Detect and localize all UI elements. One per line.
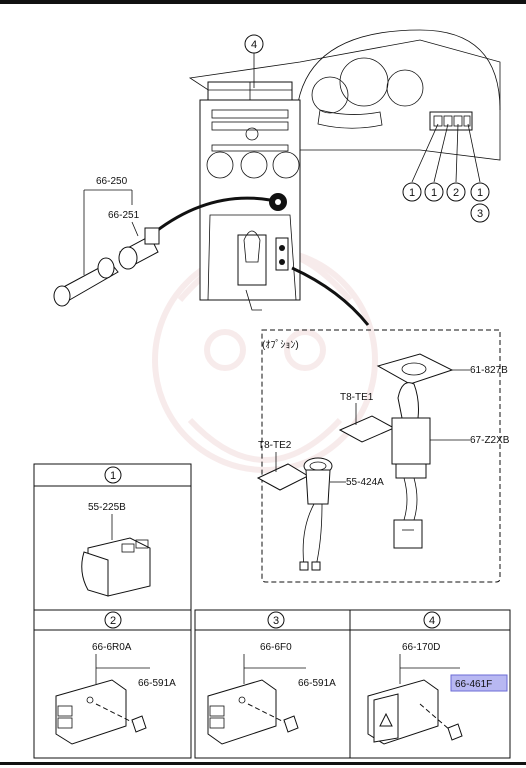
option-box-title: (ｵﾌﾟｼｮﾝ) xyxy=(262,339,299,351)
switch-callout-e: 3 xyxy=(477,208,483,220)
panel-3-number: 3 xyxy=(273,615,279,627)
panel-3-screw: 66-591A xyxy=(298,678,336,689)
label-tape2: T8-TE2 xyxy=(258,440,292,451)
label-toggle: 67-Z2XB xyxy=(470,435,510,446)
panel-4: 4 66-170D 66-461F xyxy=(349,609,511,759)
lighter-label-inner: 66-251 xyxy=(108,210,140,221)
switch-cluster xyxy=(429,111,473,131)
panel-4-part: 66-170D xyxy=(402,642,440,653)
panel-4-screw-highlight xyxy=(450,674,508,692)
panel-2-number: 2 xyxy=(110,615,116,627)
switch-callout-d: 1 xyxy=(477,187,483,199)
option-parts: 61-827B T8-TE1 67-Z2XB T8-TE2 55-424A xyxy=(256,353,510,571)
callout-4-label: 4 xyxy=(251,39,257,51)
switch-callout-b: 1 xyxy=(431,187,437,199)
panel-2-part: 66-6R0A xyxy=(92,642,132,653)
switch-callout-a: 1 xyxy=(409,187,415,199)
label-plate: 61-827B xyxy=(470,365,508,376)
label-socket: 55-424A xyxy=(346,477,384,488)
switch-callouts: 1 1 2 1 3 xyxy=(402,123,490,223)
panel-3: 3 66-6F0 66-591A xyxy=(194,609,351,759)
bottom-border xyxy=(0,762,526,765)
cigarette-lighter: 66-250 66-251 xyxy=(53,176,271,307)
panel-2: 2 66-6R0A 66-591A xyxy=(33,609,192,759)
panel-3-part: 66-6F0 xyxy=(260,642,292,653)
dashboard-illustration xyxy=(188,29,501,311)
panel-1: 1 55-225B xyxy=(33,463,192,611)
switch-callout-c: 2 xyxy=(453,187,459,199)
label-tape1: T8-TE1 xyxy=(340,392,374,403)
top-border xyxy=(0,0,526,4)
panel-1-number: 1 xyxy=(110,470,116,482)
panel-1-part: 55-225B xyxy=(88,502,126,513)
panel-2-screw: 66-591A xyxy=(138,678,176,689)
option-box xyxy=(261,329,501,583)
panel-4-number: 4 xyxy=(429,615,435,627)
lighter-label-outer: 66-250 xyxy=(96,176,128,187)
panel-4-screw: 66-461F xyxy=(455,679,492,690)
